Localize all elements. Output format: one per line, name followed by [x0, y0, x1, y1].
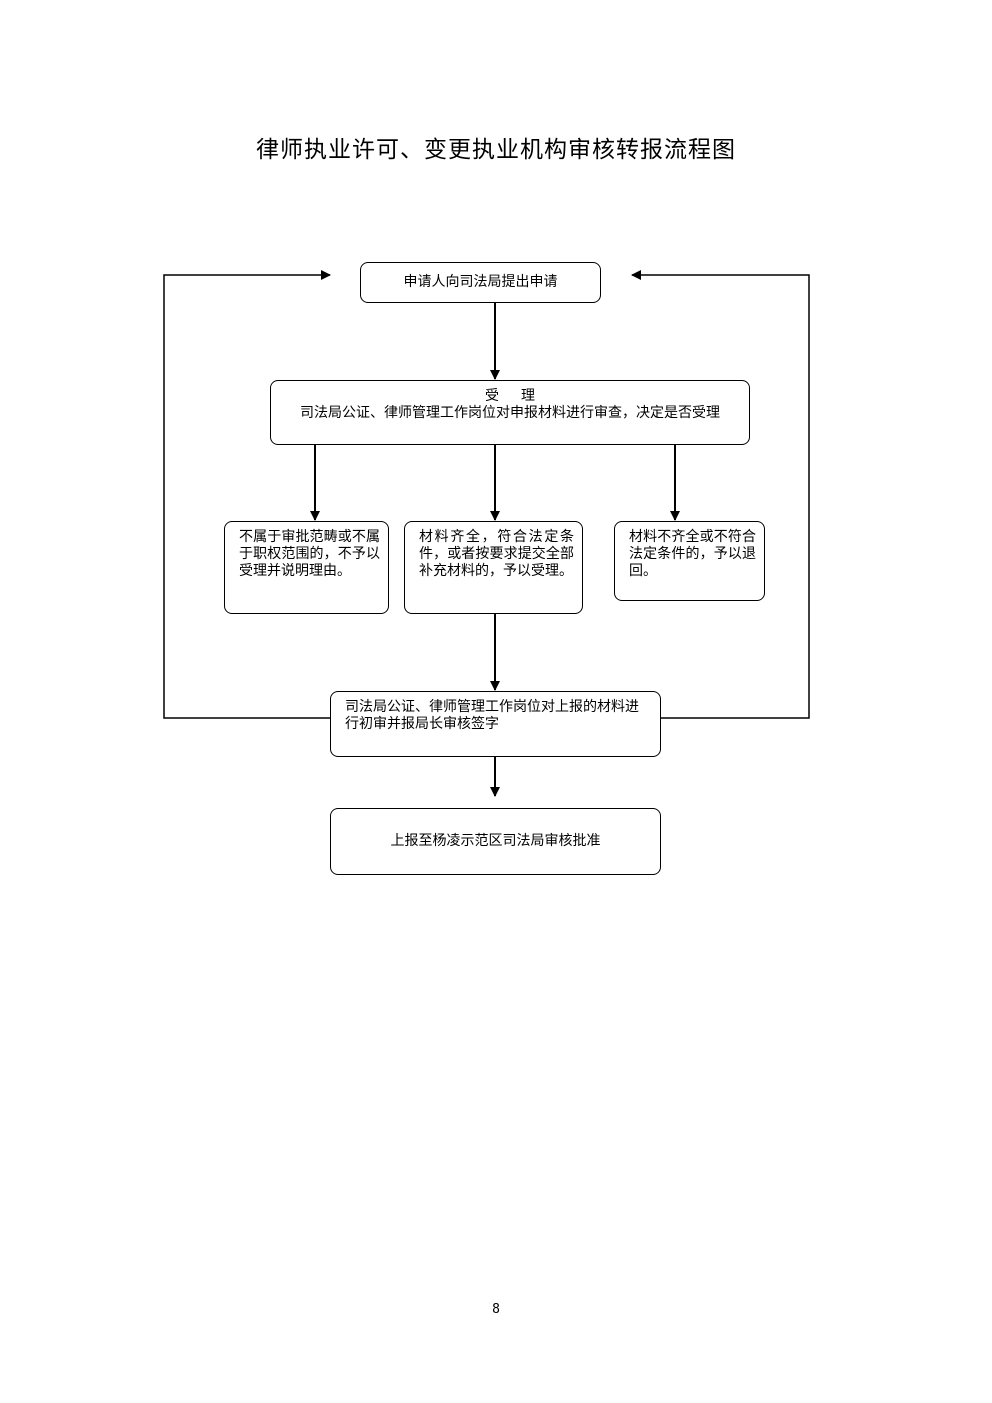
feedback-left-line [163, 270, 331, 719]
report-node-text: 上报至杨凌示范区司法局审核批准 [390, 833, 601, 849]
review-node: 司法局公证、律师管理工作岗位对上报的材料进行初审并报局长审核签字 [330, 691, 661, 757]
reject-node-text: 不属于审批范畴或不属于职权范围的，不予以受理并说明理由。 [239, 529, 380, 579]
feedback-right-line [631, 270, 810, 719]
page-title: 律师执业许可、变更执业机构审核转报流程图 [256, 137, 736, 163]
return-node-text: 材料不齐全或不符合法定条件的，予以退回。 [629, 529, 756, 579]
report-node: 上报至杨凌示范区司法局审核批准 [330, 808, 661, 875]
return-node: 材料不齐全或不符合法定条件的，予以退回。 [614, 521, 765, 601]
review-node-text: 司法局公证、律师管理工作岗位对上报的材料进行初审并报局长审核签字 [345, 699, 639, 732]
complete-node: 材料齐全，符合法定条件，或者按要求提交全部补充材料的，予以受理。 [404, 521, 583, 614]
apply-node-text: 申请人向司法局提出申请 [403, 274, 558, 290]
complete-node-text: 材料齐全，符合法定条件，或者按要求提交全部补充材料的，予以受理。 [419, 529, 574, 579]
page-number: 8 [492, 1302, 500, 1317]
apply-node: 申请人向司法局提出申请 [360, 262, 601, 303]
accept-body: 司法局公证、律师管理工作岗位对申报材料进行审查，决定是否受理 [300, 405, 720, 421]
accept-node: 受理 司法局公证、律师管理工作岗位对申报材料进行审查，决定是否受理 [270, 380, 750, 445]
reject-node: 不属于审批范畴或不属于职权范围的，不予以受理并说明理由。 [224, 521, 389, 614]
accept-heading: 受理 [485, 388, 557, 404]
